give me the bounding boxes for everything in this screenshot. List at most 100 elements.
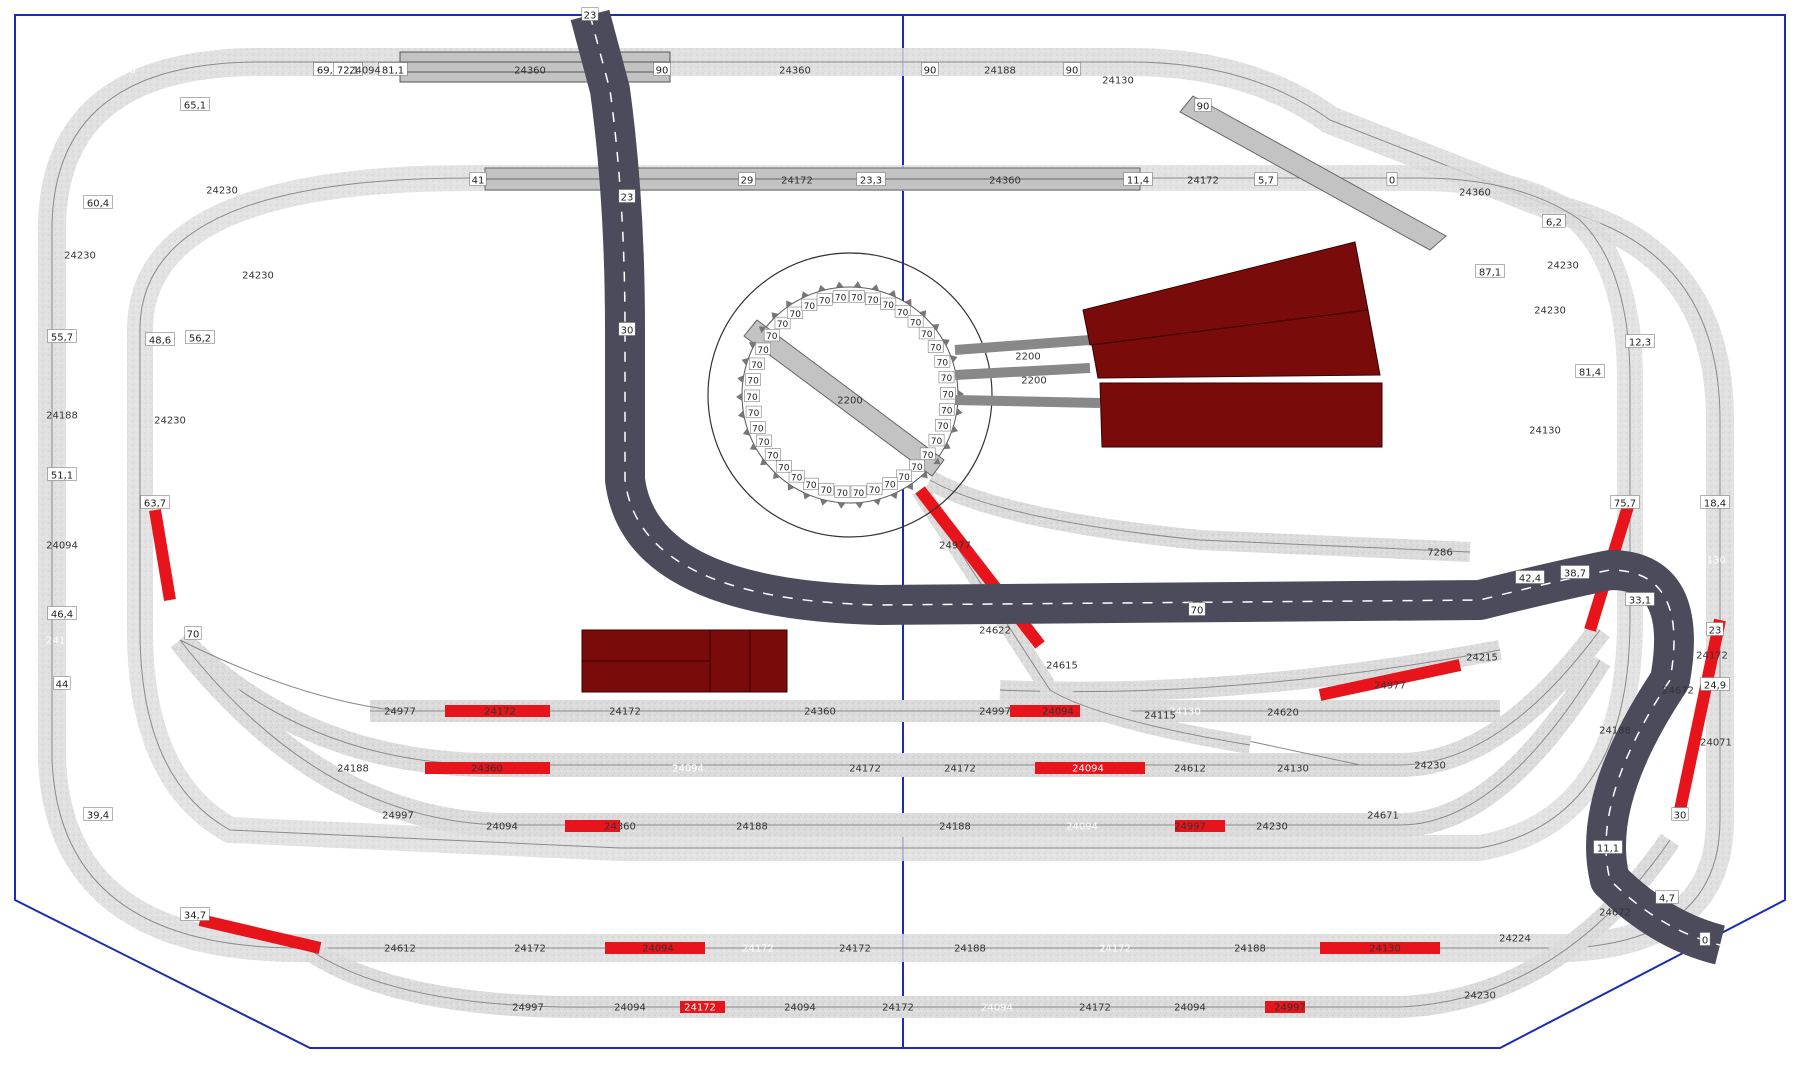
svg-text:23: 23 <box>621 193 634 204</box>
track-part-label: 24172 <box>944 764 976 775</box>
track-height-label: 65,1 <box>180 97 210 112</box>
track-height-label: 63,7 <box>140 495 170 510</box>
svg-text:24215: 24215 <box>1466 653 1498 664</box>
turntable-bridge <box>743 319 945 477</box>
turntable-stall-label: 70 <box>750 421 766 435</box>
svg-text:0: 0 <box>1389 176 1395 187</box>
svg-text:24612: 24612 <box>384 944 416 955</box>
svg-text:24615: 24615 <box>1046 661 1078 672</box>
turntable-stall-marker <box>871 284 880 291</box>
svg-text:6,2: 6,2 <box>1546 218 1562 229</box>
svg-text:18,4: 18,4 <box>1704 499 1726 510</box>
svg-text:30: 30 <box>1674 811 1687 822</box>
svg-text:24188: 24188 <box>1234 944 1266 955</box>
track-part-label: 24612 <box>1174 764 1206 775</box>
svg-text:65,1: 65,1 <box>184 101 206 112</box>
track-height-label: 72,1 <box>333 62 363 77</box>
track-part-label: 24997 <box>382 811 414 822</box>
road-height-label: 4,7 <box>1655 890 1679 905</box>
track-part-label: 24997 <box>979 707 1011 718</box>
svg-text:24094: 24094 <box>349 66 381 77</box>
svg-text:70: 70 <box>897 308 909 318</box>
svg-text:2200: 2200 <box>1021 376 1046 387</box>
road-height-label: 30 <box>618 322 636 337</box>
turntable-stall-marker <box>943 442 951 450</box>
svg-text:81,4: 81,4 <box>1579 368 1601 379</box>
turntable-stall-label: 70 <box>938 403 955 416</box>
road-height-label: 23 <box>581 7 599 22</box>
track-height-label: 30 <box>1671 807 1689 822</box>
track-part-label: 24360 <box>1459 188 1491 199</box>
track-height-label: 18,4 <box>1700 495 1730 510</box>
turntable-stall-label: 70 <box>928 434 945 447</box>
svg-text:70: 70 <box>187 630 200 641</box>
turntable-stall-label: 70 <box>927 340 944 354</box>
svg-text:70: 70 <box>821 486 833 496</box>
turntable-stall-marker <box>818 284 826 292</box>
svg-text:70: 70 <box>748 409 760 419</box>
svg-text:24094: 24094 <box>784 1003 816 1014</box>
track-part-label: 24172 <box>1079 1003 1111 1014</box>
track-part-label: 24360 <box>989 176 1021 187</box>
track-part-label: 24094 <box>46 541 78 552</box>
station-yard-tracks <box>170 471 1680 1019</box>
svg-text:11,1: 11,1 <box>1597 844 1619 855</box>
svg-text:70: 70 <box>941 406 953 416</box>
turntable-stall-label: 70 <box>756 434 772 448</box>
svg-text:70: 70 <box>910 318 922 328</box>
turntable-stall-label: 70 <box>801 298 818 312</box>
track-part-label: 24188 <box>1599 726 1631 737</box>
svg-text:70: 70 <box>804 302 816 312</box>
svg-text:70: 70 <box>867 296 879 306</box>
turntable-stall-label: 70 <box>787 306 804 320</box>
turntable-stall-marker <box>932 324 940 331</box>
svg-text:24130: 24130 <box>1277 764 1309 775</box>
track-height-label: 90 <box>921 62 939 77</box>
svg-text:24172: 24172 <box>609 707 641 718</box>
track-height-label: 90 <box>653 62 671 77</box>
track-part-label: 24188 <box>337 764 369 775</box>
track-part-label: 24977 <box>384 707 416 718</box>
track-part-label: 24172 <box>514 944 546 955</box>
svg-text:24172: 24172 <box>484 707 516 718</box>
svg-text:24130: 24130 <box>1694 556 1726 567</box>
track-part-label: 24230 <box>1547 261 1579 272</box>
track-part-label: 2200 <box>1015 352 1040 363</box>
turntable-stall-label: 70 <box>803 477 819 491</box>
svg-text:42,4: 42,4 <box>1519 574 1541 585</box>
svg-text:70: 70 <box>898 473 910 483</box>
svg-text:24188: 24188 <box>736 822 768 833</box>
svg-text:24094: 24094 <box>981 1003 1013 1014</box>
track-part-label: 24130 <box>1102 76 1134 87</box>
svg-text:24360: 24360 <box>989 176 1021 187</box>
track-part-label: 24612 <box>384 944 416 955</box>
road-height-label: 33,1 <box>1625 592 1655 607</box>
track-part-label: 24360 <box>779 66 811 77</box>
turntable-stall-marker <box>786 300 793 308</box>
turntable-stall-label: 70 <box>755 342 771 356</box>
track-height-label: 46,4 <box>47 606 77 621</box>
turntable-stall-marker <box>906 482 913 491</box>
track-height-label: 48,6 <box>145 332 175 347</box>
svg-text:24172: 24172 <box>684 1003 716 1014</box>
track-part-label: 24172 <box>1696 651 1728 662</box>
svg-text:24188: 24188 <box>46 411 78 422</box>
track-part-label: 24071 <box>1700 738 1732 749</box>
svg-text:24130: 24130 <box>1529 426 1561 437</box>
svg-text:44: 44 <box>56 680 69 691</box>
svg-text:24188: 24188 <box>337 764 369 775</box>
svg-text:24360: 24360 <box>514 66 546 77</box>
svg-text:75,7: 75,7 <box>1614 499 1636 510</box>
track-part-label: 2200 <box>837 396 862 407</box>
turntable-stall-label: 70 <box>909 459 925 473</box>
turntable-stall-label: 70 <box>850 485 867 499</box>
svg-text:24360: 24360 <box>804 707 836 718</box>
svg-text:69,8: 69,8 <box>317 66 339 77</box>
turntable-stall-label: 70 <box>935 419 951 432</box>
svg-text:24997: 24997 <box>979 707 1011 718</box>
svg-text:70: 70 <box>791 473 803 483</box>
turntable-stall-marker <box>951 425 959 434</box>
